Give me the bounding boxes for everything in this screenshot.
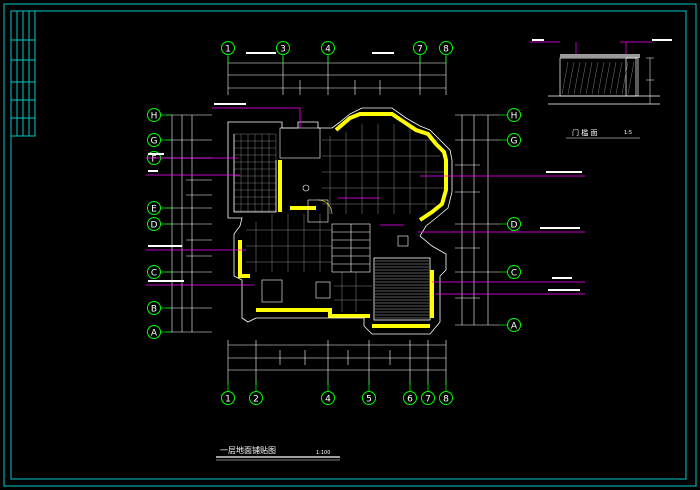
axis-left-b: B <box>147 301 172 315</box>
axis-bottom-4: 4 <box>321 380 335 405</box>
garage-floor-hatch <box>373 257 431 321</box>
axis-bottom-2-label: 2 <box>253 395 259 405</box>
axis-bottom-6-label: 6 <box>407 395 413 405</box>
axis-right-a-label: A <box>511 322 518 332</box>
axis-left-a: A <box>147 325 172 339</box>
annotation-leaders <box>146 41 652 295</box>
walls <box>238 112 448 328</box>
axis-left-g-label: G <box>151 137 158 147</box>
axis-right-c-label: C <box>511 269 517 279</box>
axis-bottom-4-label: 4 <box>325 395 331 405</box>
drawing-title: 一层地面铺贴图 <box>220 445 276 455</box>
axis-bottom-1-label: 1 <box>225 395 231 405</box>
axis-top-3: 3 <box>276 41 290 64</box>
axis-left-h-label: H <box>151 112 158 122</box>
axis-bottom-2: 2 <box>249 380 263 405</box>
axis-left-c-label: C <box>151 269 157 279</box>
axis-right-a: A <box>500 318 521 332</box>
living-hall-tiles <box>322 124 444 214</box>
axis-top-3-label: 3 <box>280 45 286 55</box>
axis-right-g-label: G <box>511 137 518 147</box>
axis-bottom-8-label: 8 <box>443 395 449 405</box>
axis-left-d-label: D <box>151 221 158 231</box>
axis-top-1-label: 1 <box>225 45 231 55</box>
axis-bottom-6: 6 <box>403 380 417 405</box>
threshold-detail: 门 槛 面 1:5 <box>532 39 672 139</box>
axis-bottom-7: 7 <box>421 380 435 405</box>
detail-scale: 1:5 <box>624 130 632 136</box>
axis-left-c: C <box>147 265 172 279</box>
annotation-marks <box>148 52 582 291</box>
axis-left-e: E <box>147 201 172 215</box>
axis-left-a-label: A <box>151 329 158 339</box>
hall-lower-tiles <box>334 272 372 312</box>
axis-top-8-label: 8 <box>443 45 449 55</box>
axis-right-c: C <box>500 265 521 279</box>
floor-tile-grid <box>246 124 444 312</box>
detail-title: 门 槛 面 <box>572 128 597 137</box>
dining-tiles <box>246 214 332 272</box>
axis-top-4-label: 4 <box>325 45 331 55</box>
axis-right-g: G <box>500 133 521 147</box>
axis-right-h: H <box>500 108 521 122</box>
axis-bottom-1: 1 <box>221 380 235 405</box>
axis-left-d: D <box>147 217 172 231</box>
drawing-title-block: 一层地面铺贴图 1:100 <box>216 445 340 461</box>
kitchen-tiles <box>233 133 277 212</box>
axis-bottom-5-label: 5 <box>366 395 372 405</box>
axis-bottom-5: 5 <box>362 380 376 405</box>
sheet-frame <box>3 3 697 487</box>
dimension-lines <box>166 56 500 385</box>
axis-right-h-label: H <box>511 112 518 122</box>
axis-top-8: 8 <box>439 41 453 64</box>
axis-left-h: H <box>147 108 172 122</box>
axis-top-7-label: 7 <box>417 45 423 55</box>
axis-right-d: D <box>500 217 521 231</box>
axis-bottom-7-label: 7 <box>425 395 431 405</box>
axis-left-g: G <box>147 133 172 147</box>
axis-top-7: 7 <box>413 41 427 64</box>
axis-top-4: 4 <box>321 41 335 64</box>
staircase <box>331 223 371 273</box>
axis-top-1: 1 <box>221 41 235 64</box>
axis-left-f-label: F <box>151 155 156 165</box>
axis-right-d-label: D <box>511 221 518 231</box>
axis-left-b-label: B <box>151 305 157 315</box>
axis-left-e-label: E <box>151 205 157 215</box>
drawing-scale: 1:100 <box>316 450 330 456</box>
axis-bottom-8: 8 <box>439 380 453 405</box>
